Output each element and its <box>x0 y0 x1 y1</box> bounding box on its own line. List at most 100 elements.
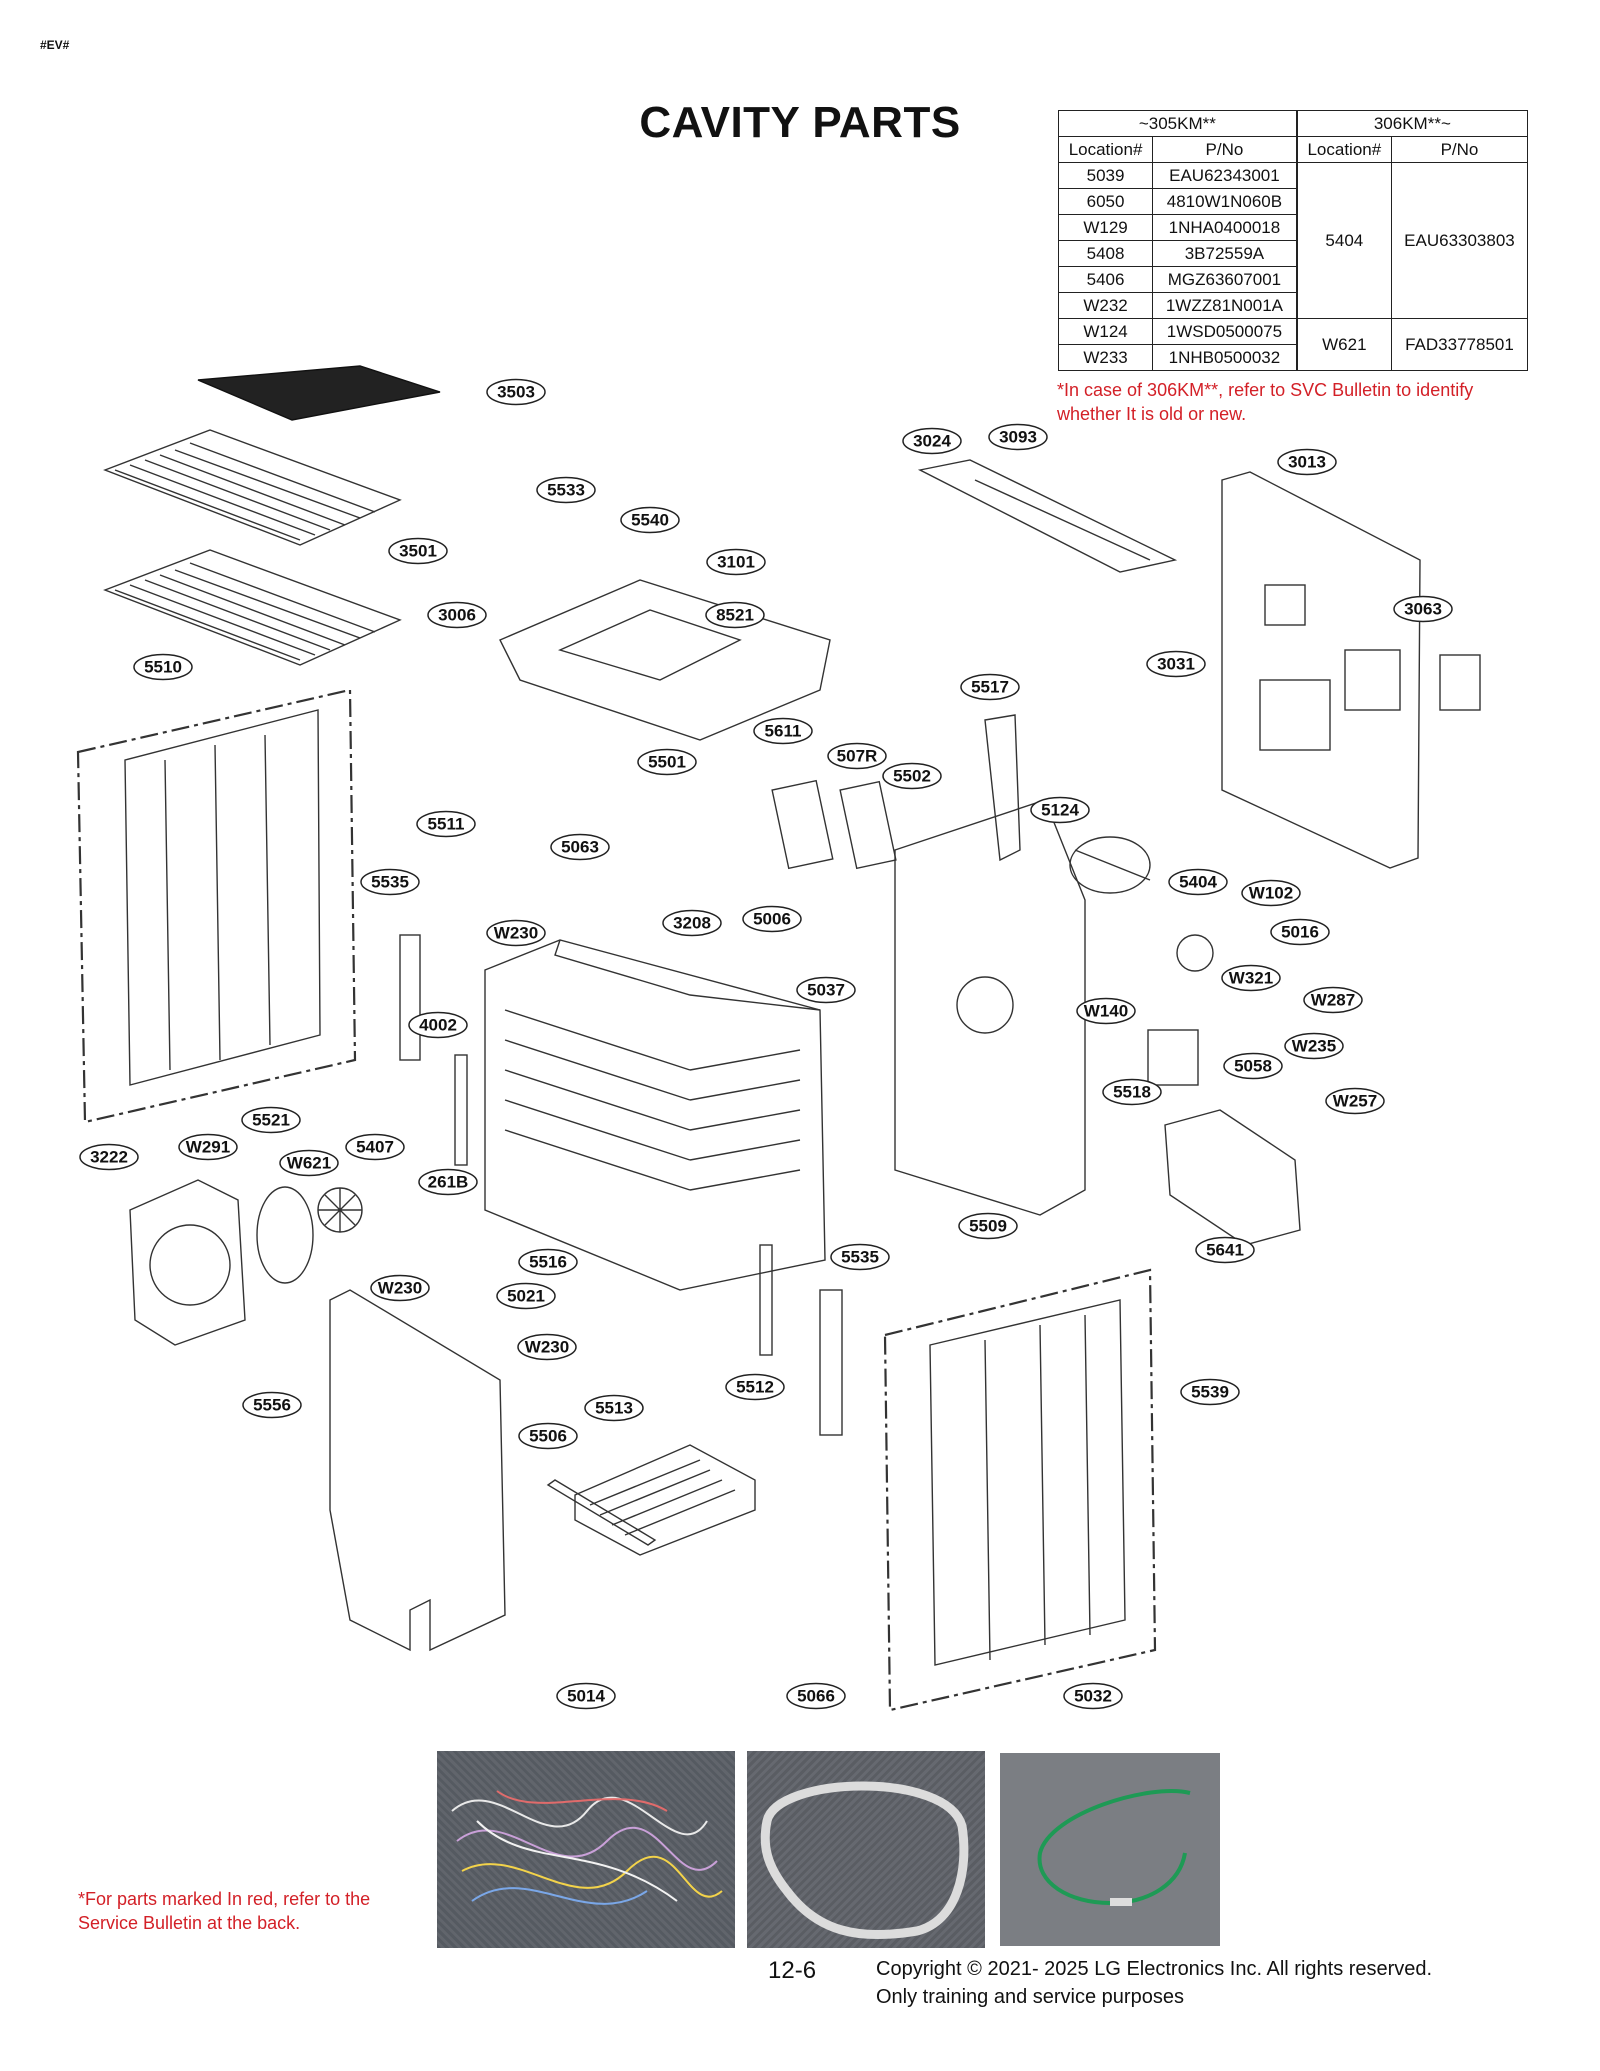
page-title: CAVITY PARTS <box>639 98 961 147</box>
callout-label: 5502 <box>893 767 931 786</box>
parts-table: ~305KM** 306KM**~ Location# P/No Locatio… <box>1057 110 1529 371</box>
part-panel-5641 <box>1164 1109 1301 1246</box>
callout-bubble <box>1146 650 1206 678</box>
callout-bubble <box>133 653 193 681</box>
callout-bubble <box>1195 1236 1255 1264</box>
callout-label: 5032 <box>1074 1687 1112 1706</box>
callout-label: 5006 <box>753 910 791 929</box>
part-side-panel-5510 <box>76 688 357 1124</box>
callout-bubble <box>1076 997 1136 1025</box>
callout-w321: W321 <box>1221 964 1281 992</box>
part-tray-3503 <box>197 365 441 421</box>
document-code: #EV# <box>40 38 70 52</box>
callout-bubble <box>1063 1682 1123 1710</box>
callout-label: W235 <box>1292 1037 1336 1056</box>
part-strip-5535a <box>399 934 421 1061</box>
callout-label: 3093 <box>999 428 1037 447</box>
part-strip-4002 <box>454 1054 468 1166</box>
part-bracket-5518 <box>1147 1029 1199 1086</box>
callout-bubble <box>241 1106 301 1134</box>
callout-5006: 5006 <box>742 905 802 933</box>
callout-bubble <box>1284 1032 1344 1060</box>
callout-5037: 5037 <box>796 976 856 1004</box>
callout-w257: W257 <box>1325 1087 1385 1115</box>
callout-label: 3222 <box>90 1148 128 1167</box>
callout-label: 5517 <box>971 678 1009 697</box>
callout-5066: 5066 <box>786 1682 846 1710</box>
callout-bubble <box>556 1682 616 1710</box>
part-board-5611 <box>771 779 834 870</box>
callout-5124: 5124 <box>1030 796 1090 824</box>
group-header-right: 306KM**~ <box>1296 110 1528 137</box>
part-top-plate-3006 <box>499 579 831 741</box>
callout-5404: 5404 <box>1168 868 1228 896</box>
callout-label: W321 <box>1229 969 1273 988</box>
part-rear-wall-5509 <box>894 799 1086 1216</box>
callout-5535: 5535 <box>360 868 420 896</box>
callout-bubble <box>1270 918 1330 946</box>
callout-w287: W287 <box>1303 986 1363 1014</box>
part-gasket-5556 <box>329 1289 506 1652</box>
callout-bubble <box>486 378 546 406</box>
callout-label: 5533 <box>547 481 585 500</box>
callout-label: 5512 <box>736 1378 774 1397</box>
callout-5014: 5014 <box>556 1682 616 1710</box>
part-grille-3063 <box>1439 654 1481 711</box>
part-outlines <box>76 365 1481 1712</box>
col-header-pno: P/No <box>1152 136 1298 163</box>
col-header-pno: P/No <box>1390 136 1529 163</box>
callout-bubble <box>662 909 722 937</box>
callout-5021: 5021 <box>496 1282 556 1310</box>
callout-bubble <box>706 548 766 576</box>
callout-3501: 3501 <box>388 537 448 565</box>
cell-location: W621 <box>1296 318 1392 371</box>
callout-bubble <box>279 1149 339 1177</box>
callout-w621: W621 <box>279 1149 339 1177</box>
callout-bubble <box>408 1011 468 1039</box>
callout-label: 5516 <box>529 1253 567 1272</box>
callout-label: 5021 <box>507 1287 545 1306</box>
copyright-line2: Only training and service purposes <box>876 1986 1184 2008</box>
callout-w102: W102 <box>1241 879 1301 907</box>
callout-label: 3503 <box>497 383 535 402</box>
callout-label: 5511 <box>428 815 465 834</box>
callout-bubble <box>416 810 476 838</box>
callout-bubble <box>620 506 680 534</box>
callout-label: 5513 <box>595 1399 633 1418</box>
callout-bubble <box>1303 986 1363 1014</box>
callout-label: 5124 <box>1041 801 1079 820</box>
table-row: 5039 EAU62343001 5404 EAU63303803 <box>1057 162 1529 319</box>
table-row: W233 1NHB0500032 <box>1057 344 1528 371</box>
callout-label: 3208 <box>673 914 711 933</box>
cell-location: 5404 <box>1296 162 1392 319</box>
callout-261b: 261B <box>418 1168 478 1196</box>
callout-5501: 5501 <box>637 748 697 776</box>
callout-w230: W230 <box>486 919 546 947</box>
cell-location: W129 <box>1057 214 1154 241</box>
cell-location: 5408 <box>1057 240 1154 267</box>
callout-bubble <box>1221 964 1281 992</box>
callout-5518: 5518 <box>1102 1078 1162 1106</box>
callout-bubble <box>827 742 887 770</box>
table-row: 5406 MGZ63607001 <box>1057 266 1528 293</box>
callout-3024: 3024 <box>902 427 962 455</box>
part-board-507r <box>839 780 897 870</box>
callout-label: W102 <box>1249 884 1293 903</box>
callout-4002: 4002 <box>408 1011 468 1039</box>
callout-5058: 5058 <box>1223 1052 1283 1080</box>
callout-label: 5521 <box>252 1111 290 1130</box>
cell-pno: 1NHB0500032 <box>1152 344 1298 371</box>
part-side-panel-5539 <box>883 1268 1157 1712</box>
callout-label: 5540 <box>631 511 669 530</box>
callout-bubble <box>830 1243 890 1271</box>
callout-5016: 5016 <box>1270 918 1330 946</box>
part-back-panel-3013 <box>1221 471 1421 869</box>
photo-wire-5032 <box>1000 1753 1220 1946</box>
callout-w140: W140 <box>1076 997 1136 1025</box>
part-tray-5506 <box>546 1479 657 1546</box>
callout-label: 5539 <box>1191 1383 1229 1402</box>
callout-5509: 5509 <box>958 1212 1018 1240</box>
callout-bubble <box>1393 595 1453 623</box>
callout-bubble <box>178 1133 238 1161</box>
